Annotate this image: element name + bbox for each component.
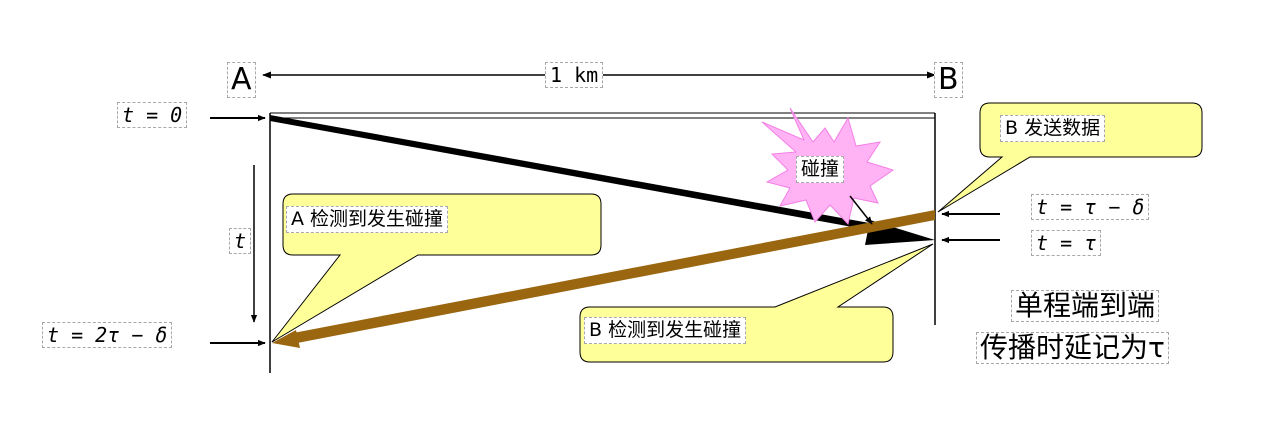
signal-from-b — [288, 210, 935, 344]
collision-label: 碰撞 — [796, 156, 845, 183]
signal-from-a — [270, 115, 880, 232]
time-label-t0: t = 0 — [117, 102, 188, 128]
note-line-1: 单程端到端 — [1011, 290, 1160, 322]
callout-b-detects-text: B 检测到发生碰撞 — [584, 317, 747, 344]
distance-label: 1 km — [545, 62, 604, 88]
time-label-2tau: t = 2τ − δ — [42, 322, 173, 348]
signal-from-b-head — [272, 330, 300, 348]
time-label-tau-minus: t = τ − δ — [1031, 194, 1150, 220]
callout-a-detects-text: A 检测到发生碰撞 — [286, 206, 449, 233]
callout-b-detects-shape — [579, 243, 934, 363]
time-label-tau: t = τ — [1031, 230, 1102, 256]
node-b-label: B — [934, 62, 963, 98]
collision-pointer — [849, 195, 873, 225]
note-line-2: 传播时延记为τ — [976, 332, 1169, 364]
callout-b-sends-text: B 发送数据 — [1000, 115, 1106, 142]
time-duration-label: t — [229, 228, 252, 254]
node-a-label: A — [227, 62, 256, 98]
